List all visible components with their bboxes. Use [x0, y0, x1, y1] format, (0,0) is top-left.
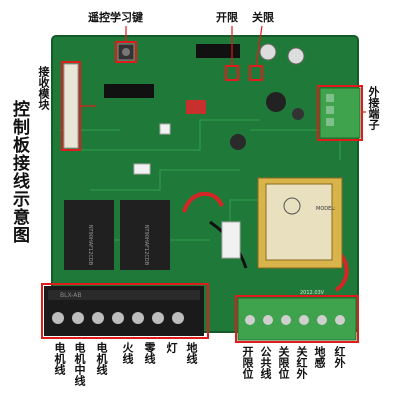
small-relay — [221, 221, 241, 259]
capacitor-small — [292, 108, 304, 120]
bottom-left-terminal-block: BLX-AB — [44, 286, 204, 336]
transformer-text: MODEL: — [316, 206, 336, 212]
label-open-limit: 开限位 — [241, 346, 254, 379]
highlight-bottom-right — [235, 295, 359, 343]
label-motor-1: 电机线 — [53, 342, 66, 375]
top-ic — [196, 44, 240, 58]
label-close-infrared: 关红外 — [295, 346, 308, 379]
terminal-block-text: BLX-AB — [60, 292, 82, 299]
transformer: MODEL: — [257, 177, 343, 269]
label-neutral: 零线 — [143, 342, 156, 364]
red-wire — [182, 191, 224, 213]
label-motor-2: 电机线 — [95, 342, 108, 375]
label-close-limit-top: 关限 — [252, 11, 274, 24]
leader-lines — [80, 25, 366, 113]
relay-left: NT90HAF12CDB — [64, 200, 114, 270]
potentiometer-close — [287, 47, 305, 65]
label-live: 火线 — [121, 342, 134, 364]
label-right-terminals: 外接端子 — [367, 86, 380, 130]
label-motor-neutral: 电机中线 — [73, 342, 86, 386]
label-ground-sensor: 地感 — [313, 346, 326, 368]
label-common: 公共线 — [259, 346, 272, 379]
label-open-limit-top: 开限 — [216, 11, 238, 24]
page-title: 控制板接线示意图 — [9, 100, 29, 244]
connector-white — [133, 163, 151, 175]
label-lamp: 灯 — [165, 342, 178, 353]
label-remote-learn: 遥控学习键 — [88, 11, 143, 24]
relay-right: NT90HAF12CDB — [120, 200, 170, 270]
highlight-bottom-left — [41, 283, 209, 339]
dip-switch — [186, 100, 206, 114]
capacitor — [266, 92, 286, 112]
right-terminal-block — [319, 87, 361, 139]
pcb-code: 2012.03V — [300, 290, 325, 296]
relay-left-text: NT90HAF12CDB — [87, 225, 93, 266]
receiver-module — [63, 63, 79, 149]
relay-right-text: NT90HAF12CDB — [143, 225, 149, 266]
label-infrared: 红外 — [333, 346, 346, 368]
ic-chip — [104, 84, 154, 98]
potentiometer-open — [259, 43, 277, 61]
label-earth: 地线 — [185, 342, 198, 364]
bottom-right-terminal-block — [237, 297, 357, 341]
highlight-boxes — [41, 41, 363, 343]
capacitor-2 — [230, 134, 246, 150]
label-receiver: 接收模块 — [37, 66, 50, 110]
highlight-right-terminals — [317, 85, 363, 141]
label-close-limit: 关限位 — [277, 346, 290, 379]
